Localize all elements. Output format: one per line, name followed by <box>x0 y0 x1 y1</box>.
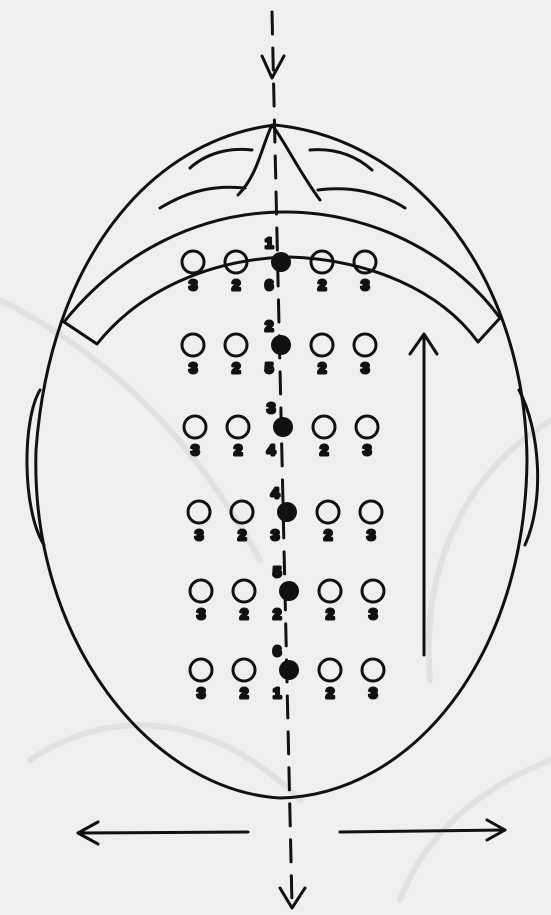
point-label: 6 <box>265 277 273 294</box>
side-point <box>182 251 204 273</box>
left-brow <box>160 187 245 208</box>
arrow-left-icon <box>78 832 248 833</box>
side-point <box>356 416 378 438</box>
point-label: 3 <box>361 277 369 294</box>
left-temple <box>64 257 285 344</box>
side-point <box>227 416 249 438</box>
point-label: 3 <box>369 685 377 702</box>
point-label: 3 <box>189 360 197 377</box>
side-point <box>362 659 384 681</box>
midline-point <box>279 660 299 680</box>
left-eyebrow-top <box>190 149 252 168</box>
midline-point <box>271 252 291 272</box>
point-label: 3 <box>197 685 205 702</box>
point-label: 1 <box>273 685 281 702</box>
point-label: 3 <box>367 527 375 544</box>
point-label: 3 <box>361 360 369 377</box>
acupoint-grid: 1 3 2 6 2 3 2 3 2 5 2 3 3 3 2 4 2 3 4 3 2 3 2 3 5 3 2 2 2 3 6 3 2 1 2 3 <box>182 235 384 702</box>
side-point <box>317 501 339 523</box>
point-label: 3 <box>271 527 279 544</box>
midline-point <box>279 581 299 601</box>
point-label: 2 <box>326 606 334 623</box>
side-point <box>313 416 335 438</box>
point-label: 2 <box>324 527 332 544</box>
arrow-right-icon <box>340 830 505 832</box>
side-point <box>225 334 247 356</box>
point-label: 4 <box>267 442 276 459</box>
point-label: 3 <box>363 442 371 459</box>
side-point <box>182 334 204 356</box>
row-6-top-label: 6 <box>273 643 281 660</box>
row-2-top-label: 2 <box>265 318 273 335</box>
midline-point <box>273 417 293 437</box>
point-label: 2 <box>273 606 281 623</box>
side-point <box>190 659 212 681</box>
point-label: 2 <box>240 606 248 623</box>
point-label: 2 <box>240 685 248 702</box>
point-label: 2 <box>232 277 240 294</box>
side-point <box>319 580 341 602</box>
point-label: 2 <box>320 442 328 459</box>
point-label: 2 <box>318 277 326 294</box>
point-label: 3 <box>191 442 199 459</box>
side-point <box>362 580 384 602</box>
row-5-top-label: 5 <box>273 564 281 581</box>
point-label: 2 <box>318 360 326 377</box>
point-label: 2 <box>238 527 246 544</box>
midline-point <box>277 502 297 522</box>
side-point <box>184 416 206 438</box>
background-flourish <box>0 300 551 900</box>
side-point <box>311 334 333 356</box>
side-point <box>319 659 341 681</box>
row-1-top-label: 1 <box>265 235 273 252</box>
right-brow <box>318 189 405 208</box>
point-label: 5 <box>265 360 273 377</box>
side-point <box>190 580 212 602</box>
side-point <box>360 501 382 523</box>
point-label: 3 <box>369 606 377 623</box>
point-label: 3 <box>195 527 203 544</box>
midline-point <box>271 335 291 355</box>
point-label: 3 <box>189 277 197 294</box>
row-4-top-label: 4 <box>271 485 280 502</box>
side-point <box>233 580 255 602</box>
side-point <box>354 334 376 356</box>
side-point <box>233 659 255 681</box>
point-label: 2 <box>232 360 240 377</box>
right-temple <box>290 257 500 342</box>
point-label: 2 <box>234 442 242 459</box>
point-label: 2 <box>326 685 334 702</box>
point-label: 3 <box>197 606 205 623</box>
nose-outline <box>238 125 320 200</box>
row-3-top-label: 3 <box>267 400 275 417</box>
side-point <box>188 501 210 523</box>
